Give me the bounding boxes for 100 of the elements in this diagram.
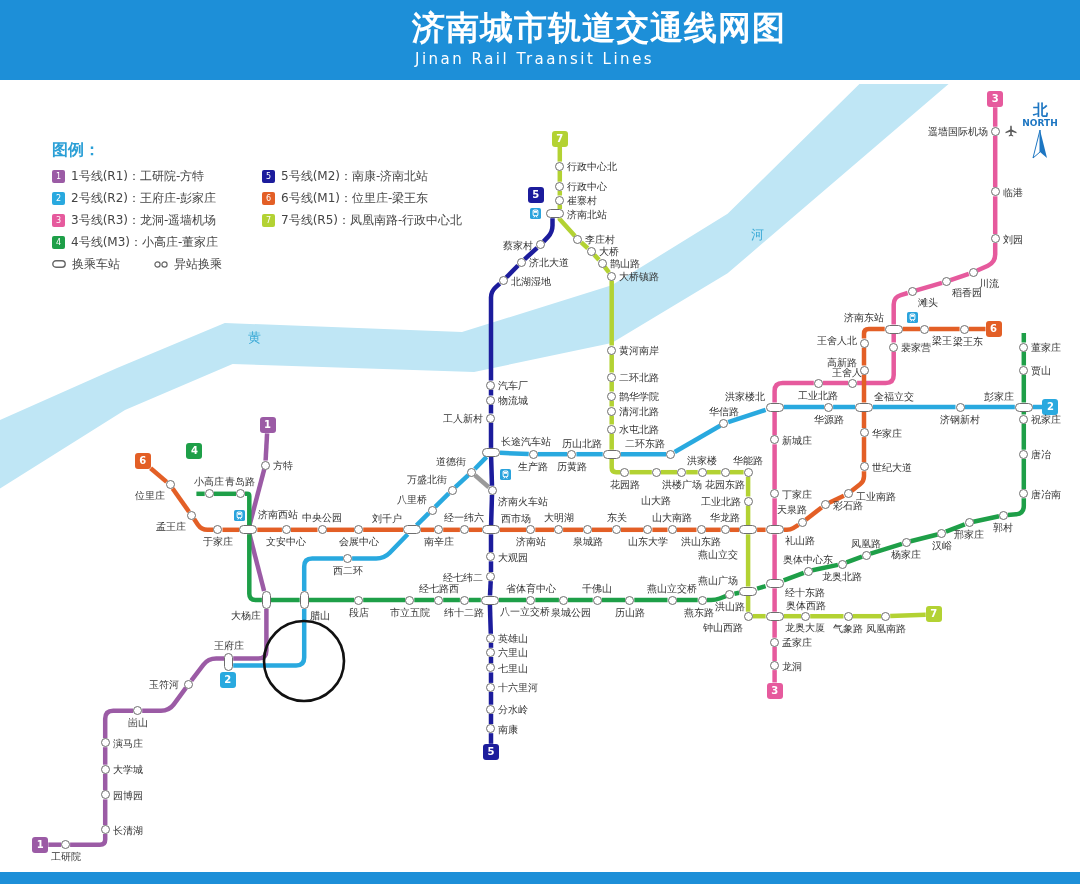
station-marker — [719, 419, 729, 429]
metro-line — [473, 455, 489, 471]
metro-line — [910, 532, 938, 544]
station-name: 泉城路 — [572, 536, 603, 548]
station-name: 黄河南岸 — [619, 344, 660, 356]
station-marker — [487, 485, 497, 495]
station-marker — [555, 195, 565, 205]
station-marker — [187, 510, 197, 520]
line-number-badge: 6 — [134, 453, 151, 470]
metro-line — [852, 613, 882, 619]
metro-line — [772, 380, 814, 403]
metro-line — [1021, 374, 1027, 403]
station-name: 凤凰南路 — [865, 622, 906, 634]
metro-line — [488, 672, 494, 683]
station-name: 济南西站 — [258, 509, 299, 521]
metro-line — [308, 597, 355, 603]
station-marker — [881, 611, 891, 621]
station-marker — [607, 345, 617, 355]
station-name: 北湖湿地 — [510, 275, 551, 287]
station-marker — [607, 406, 617, 416]
legend-label: 7号线(R5)：凤凰南路-行政中心北 — [281, 213, 463, 227]
station-marker — [990, 126, 1000, 136]
station-name: 洪山东路 — [681, 536, 721, 548]
station-name: 万盛北街 — [406, 473, 447, 485]
station-marker — [1019, 342, 1029, 352]
station-marker — [607, 372, 617, 382]
interchange-marker — [545, 209, 564, 219]
metro-line — [414, 511, 431, 527]
station-marker — [554, 525, 564, 535]
station-name: 行政中心北 — [567, 160, 618, 172]
metro-line — [869, 541, 903, 556]
metro-line — [443, 527, 460, 533]
metro-line — [782, 570, 805, 583]
line-number-badge: 6 — [985, 321, 1002, 337]
station-marker — [677, 467, 687, 477]
interchange-marker — [224, 652, 234, 671]
station-name: 省体育中心 — [505, 582, 556, 594]
station-marker — [770, 489, 780, 499]
station-marker — [405, 595, 415, 605]
station-name: 气象路 — [833, 622, 863, 634]
metro-line — [487, 581, 493, 596]
metro-line — [757, 527, 766, 533]
station-name: 华家庄 — [871, 427, 902, 439]
metro-line — [535, 597, 559, 603]
title: 济南城市轨道交通线网图 — [412, 9, 786, 47]
station-name: 大杨庄 — [230, 610, 261, 621]
station-name: 玉符河 — [149, 678, 180, 690]
station-marker — [607, 271, 617, 281]
station-name: 华源路 — [813, 413, 844, 425]
station-marker — [941, 277, 951, 287]
legend-title: 图例： — [52, 140, 100, 160]
metro-line — [861, 326, 885, 339]
station-name: 十六里河 — [498, 681, 539, 693]
station-marker — [607, 391, 617, 401]
station-name: 花园东路 — [705, 478, 746, 490]
station-marker — [964, 518, 974, 528]
station-marker — [204, 489, 214, 499]
metro-line — [48, 842, 62, 847]
station-name: 华龙路 — [710, 512, 741, 524]
station-marker — [498, 276, 508, 286]
station-marker — [100, 825, 110, 835]
metro-line — [192, 517, 214, 533]
metro-line — [1007, 498, 1027, 518]
station-marker — [837, 559, 847, 569]
station-marker — [998, 510, 1008, 520]
metro-line — [487, 604, 494, 634]
metro-line — [488, 282, 502, 381]
line-number-badge: 3 — [766, 682, 783, 699]
station-name: 刘园 — [1002, 233, 1023, 244]
station-name: 八一立交桥 — [499, 605, 550, 617]
station-marker — [100, 738, 110, 748]
line-number-badge: 3 — [987, 91, 1004, 108]
station-name: 龙奥北路 — [822, 570, 863, 582]
line-number-badge: 2 — [219, 671, 236, 688]
interchange-marker — [765, 611, 784, 621]
station-name: 大桥镇路 — [619, 270, 660, 282]
metro-line — [1021, 333, 1027, 343]
station-name: 大桥 — [598, 245, 619, 257]
metro-line — [915, 280, 943, 293]
station-name: 济南站 — [515, 536, 546, 548]
metro-line — [686, 469, 698, 475]
metro-line — [557, 190, 563, 196]
metro-line — [196, 491, 205, 497]
station-name: 邢家庄 — [954, 529, 984, 541]
metro-line — [772, 646, 777, 662]
metro-line — [244, 491, 252, 526]
station-marker — [133, 706, 143, 716]
station-name: 六里山 — [498, 646, 529, 658]
metro-line — [861, 437, 867, 463]
metro-line — [745, 476, 751, 497]
station-marker — [567, 449, 577, 459]
station-marker — [597, 258, 607, 268]
station-marker — [354, 525, 364, 535]
station-name: 燕山立交桥 — [647, 582, 698, 594]
metro-line — [850, 471, 867, 493]
metro-line — [602, 265, 611, 274]
legend-label: 换乘车站 — [72, 257, 120, 271]
interchange-marker — [403, 525, 421, 535]
station-name: 祝家庄 — [1031, 413, 1062, 425]
station-marker — [61, 840, 71, 850]
